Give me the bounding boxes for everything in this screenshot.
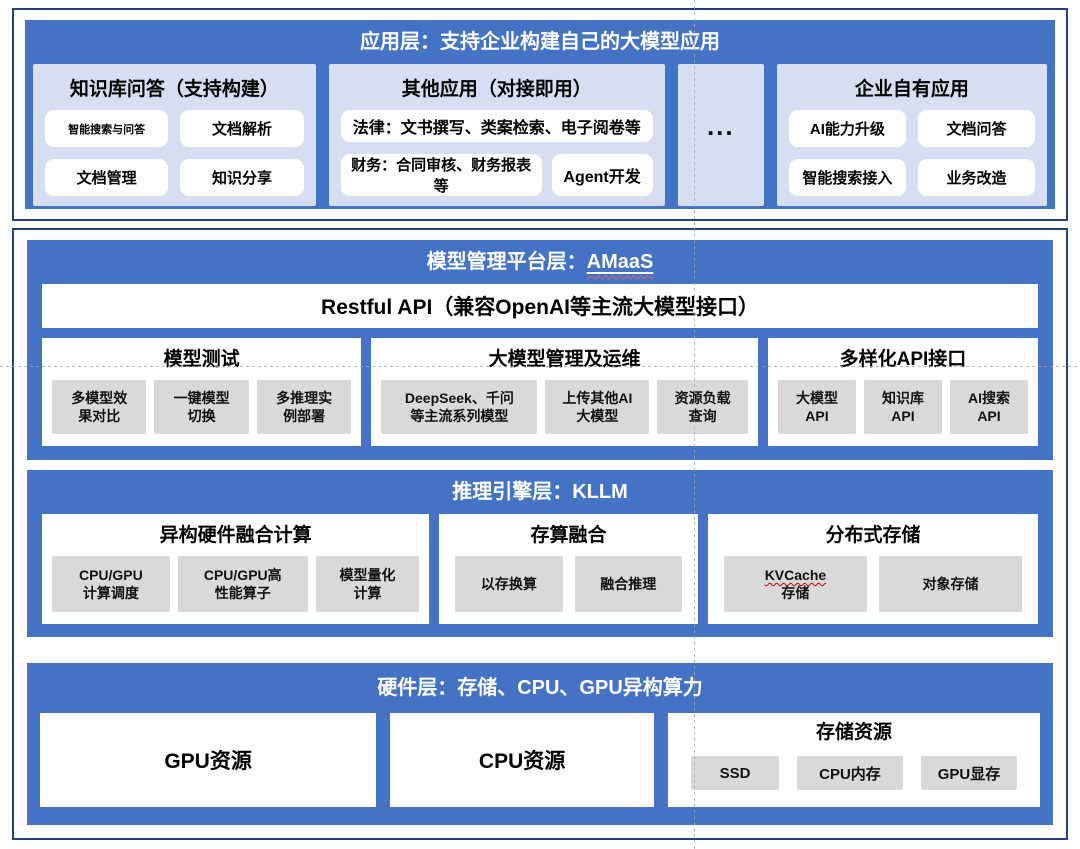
amaas-layer-title: 模型管理平台层：AMaaS — [27, 240, 1053, 284]
hardware-layer-title: 硬件层：存储、CPU、GPU异构算力 — [377, 677, 703, 699]
item-doc-qa: 文档问答 — [917, 110, 1035, 147]
kvcache-word2: 存储 — [781, 585, 810, 601]
kllm-layer-title: 推理引擎层：KLLM — [452, 481, 628, 503]
application-layer-title: 应用层：支持企业构建自己的大模型应用 — [360, 31, 720, 53]
amaas-title-highlight: AMaaS — [586, 251, 654, 273]
restful-api-bar: Restful API（兼容OpenAI等主流大模型接口） — [42, 284, 1038, 328]
item-cpu-gpu-scheduling: CPU/GPU 计算调度 — [52, 556, 170, 612]
amaas-title-prefix: 模型管理平台层： — [426, 251, 587, 273]
item-high-perf-operators: CPU/GPU高 性能算子 — [177, 556, 308, 612]
box-storage-resources: 存储资源 SSD CPU内存 GPU显存 — [667, 713, 1040, 807]
box-cpu-resources: CPU资源 — [390, 713, 654, 807]
panel-items: AI能力升级 文档问答 智能搜索接入 业务改造 — [788, 110, 1035, 196]
subbox-items: 多模型效 果对比 一键模型 切换 多推理实 例部署 — [50, 378, 353, 436]
item-smart-search-access: 智能搜索接入 — [788, 159, 906, 196]
kllm-layer-box: 推理引擎层：KLLM 异构硬件融合计算 CPU/GPU 计算调度 CPU/GPU… — [27, 470, 1053, 637]
item-storage-for-compute: 以存换算 — [455, 556, 563, 612]
hardware-subboxes-row: GPU资源 CPU资源 存储资源 SSD CPU内存 GPU显存 — [40, 713, 1040, 807]
item-ai-search-api: AI搜索 API — [949, 380, 1028, 434]
item-mainstream-models: DeepSeek、千问 等主流系列模型 — [381, 380, 538, 434]
item-upload-other-models: 上传其他AI 大模型 — [545, 380, 650, 434]
item-multi-instance-deploy: 多推理实 例部署 — [256, 380, 352, 434]
panel-items: 智能搜索与问答 文档解析 文档管理 知识分享 — [45, 110, 304, 196]
item-ai-upgrade: AI能力升级 — [788, 110, 906, 147]
item-knowledge-share: 知识分享 — [180, 159, 304, 196]
application-panels-row: 知识库问答（支持构建） 智能搜索与问答 文档解析 文档管理 知识分享 其他应用（… — [25, 64, 1055, 206]
item-cpu-memory: CPU内存 — [796, 756, 903, 790]
storage-resources-title: 存储资源 — [815, 722, 892, 743]
item-multi-model-compare: 多模型效 果对比 — [52, 380, 147, 434]
panel-title: 其他应用（对接即用） — [401, 79, 592, 100]
item-llm-api: 大模型 API — [777, 380, 856, 434]
subbox-title: 异构硬件融合计算 — [159, 525, 312, 546]
subbox-title: 模型测试 — [163, 349, 240, 370]
subbox-items: 大模型 API 知识库 API AI搜索 API — [776, 378, 1030, 436]
item-doc-manage: 文档管理 — [45, 159, 169, 196]
panel-title: 企业自有应用 — [854, 79, 969, 100]
item-object-storage: 对象存储 — [878, 556, 1022, 612]
panel-items: 法律：文书撰写、类案检索、电子阅卷等 财务：合同审核、财务报表等 Agent开发 — [340, 110, 653, 196]
item-business-transform: 业务改造 — [917, 159, 1035, 196]
item-resource-load-query: 资源负载 查询 — [657, 380, 748, 434]
application-layer-box: 应用层：支持企业构建自己的大模型应用 知识库问答（支持构建） 智能搜索与问答 文… — [25, 20, 1055, 209]
subbox-title: 大模型管理及运维 — [488, 349, 641, 370]
panel-other-apps: 其他应用（对接即用） 法律：文书撰写、类案检索、电子阅卷等 财务：合同审核、财务… — [328, 64, 665, 206]
kvcache-word: KVCache — [764, 566, 827, 583]
item-model-quantization: 模型量化 计算 — [315, 556, 420, 612]
subbox-items: CPU/GPU 计算调度 CPU/GPU高 性能算子 模型量化 计算 — [50, 554, 421, 614]
subbox-llm-management: 大模型管理及运维 DeepSeek、千问 等主流系列模型 上传其他AI 大模型 … — [371, 338, 758, 446]
item-finance: 财务：合同审核、财务报表等 — [340, 154, 542, 196]
item-kb-api: 知识库 API — [863, 380, 942, 434]
subbox-storage-compute-fusion: 存算融合 以存换算 融合推理 — [439, 514, 698, 624]
panel-knowledge-base-qa: 知识库问答（支持构建） 智能搜索与问答 文档解析 文档管理 知识分享 — [33, 64, 316, 206]
subbox-items: KVCache 存储 对象存储 — [716, 554, 1030, 614]
row-finance-agent: 财务：合同审核、财务报表等 Agent开发 — [340, 154, 653, 196]
platform-stack-frame: 模型管理平台层：AMaaS Restful API（兼容OpenAI等主流大模型… — [12, 228, 1068, 840]
row-legal: 法律：文书撰写、类案检索、电子阅卷等 — [340, 110, 653, 142]
hardware-layer-box: 硬件层：存储、CPU、GPU异构算力 GPU资源 CPU资源 存储资源 SSD … — [27, 663, 1053, 825]
application-layer-frame: 应用层：支持企业构建自己的大模型应用 知识库问答（支持构建） 智能搜索与问答 文… — [12, 8, 1068, 221]
item-gpu-memory: GPU显存 — [920, 756, 1017, 790]
storage-items: SSD CPU内存 GPU显存 — [676, 749, 1032, 797]
panel-enterprise-own-apps: 企业自有应用 AI能力升级 文档问答 智能搜索接入 业务改造 — [776, 64, 1047, 206]
item-ssd: SSD — [690, 756, 779, 790]
subbox-items: 以存换算 融合推理 — [447, 554, 690, 614]
item-smart-search-qa: 智能搜索与问答 — [45, 110, 169, 147]
ellipsis-text: ... — [706, 110, 735, 141]
subbox-distributed-storage: 分布式存储 KVCache 存储 对象存储 — [707, 514, 1038, 624]
subbox-title: 分布式存储 — [825, 525, 921, 546]
panel-ellipsis: ... — [677, 64, 764, 206]
item-agent-dev: Agent开发 — [551, 154, 653, 196]
subbox-model-testing: 模型测试 多模型效 果对比 一键模型 切换 多推理实 例部署 — [42, 338, 362, 446]
item-fusion-inference: 融合推理 — [574, 556, 682, 612]
subbox-diverse-api: 多样化API接口 大模型 API 知识库 API AI搜索 API — [767, 338, 1038, 446]
subbox-title: 多样化API接口 — [839, 349, 967, 370]
amaas-layer-box: 模型管理平台层：AMaaS Restful API（兼容OpenAI等主流大模型… — [27, 240, 1053, 460]
subbox-title: 存算融合 — [530, 525, 607, 546]
panel-title: 知识库问答（支持构建） — [69, 79, 279, 100]
item-legal: 法律：文书撰写、类案检索、电子阅卷等 — [340, 110, 653, 142]
box-gpu-resources: GPU资源 — [40, 713, 377, 807]
item-kvcache-storage: KVCache 存储 — [723, 556, 867, 612]
item-doc-parse: 文档解析 — [180, 110, 304, 147]
item-one-click-switch: 一键模型 切换 — [154, 380, 249, 434]
kllm-subboxes-row: 异构硬件融合计算 CPU/GPU 计算调度 CPU/GPU高 性能算子 模型量化… — [42, 514, 1038, 624]
amaas-subboxes-row: 模型测试 多模型效 果对比 一键模型 切换 多推理实 例部署 大模型管理及运维 … — [42, 338, 1038, 446]
subbox-items: DeepSeek、千问 等主流系列模型 上传其他AI 大模型 资源负载 查询 — [379, 378, 750, 436]
subbox-heterogeneous-compute: 异构硬件融合计算 CPU/GPU 计算调度 CPU/GPU高 性能算子 模型量化… — [42, 514, 430, 624]
